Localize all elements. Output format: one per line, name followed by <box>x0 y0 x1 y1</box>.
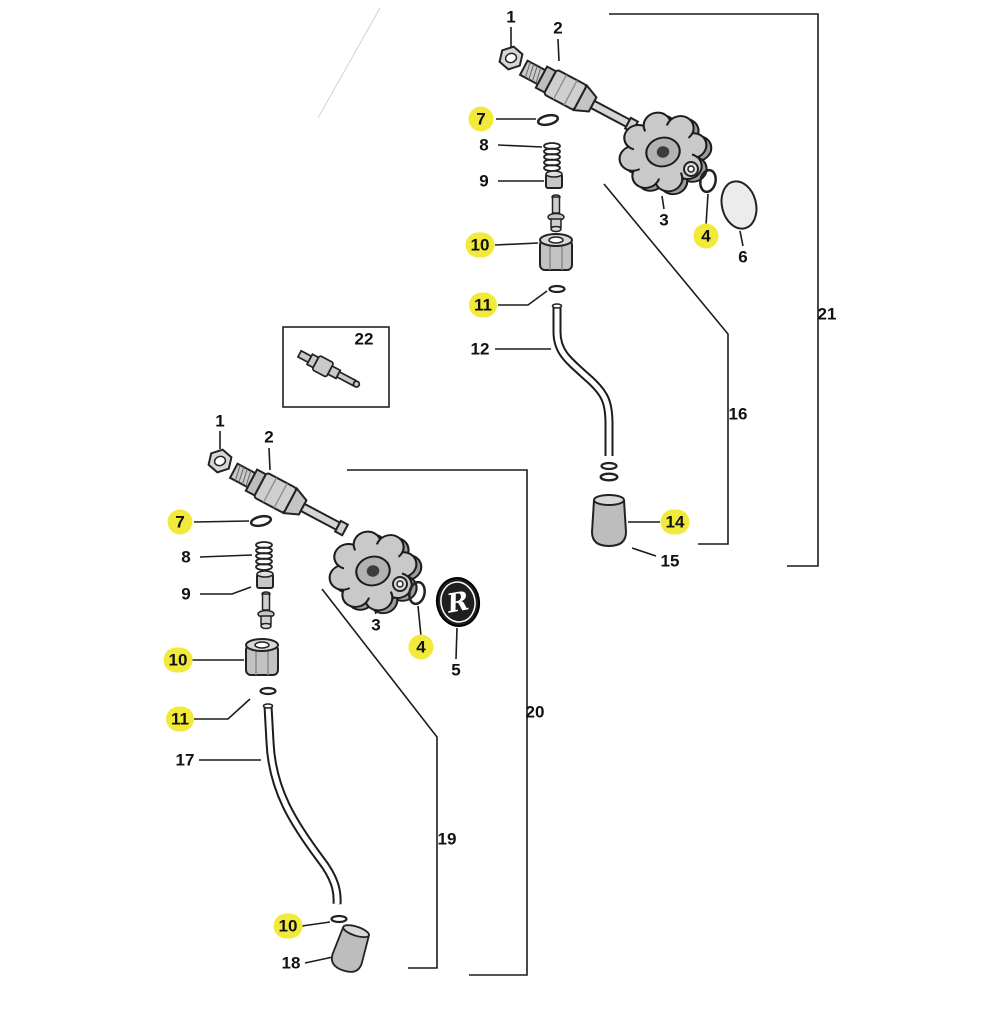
leader-lines <box>192 13 819 976</box>
bracket-20 <box>347 469 528 976</box>
barrel-part-9 <box>545 170 563 189</box>
bracket-19 <box>321 588 438 969</box>
part-label-top-16: 16 <box>728 404 748 423</box>
part-label-top-14[interactable]: 14 <box>660 509 690 535</box>
part-label-top-8: 8 <box>479 135 489 154</box>
o-ring-part-7 <box>536 112 560 128</box>
hex-nut-part <box>495 43 527 73</box>
part-label-top-15: 15 <box>660 551 680 570</box>
barrel-part-9 <box>256 570 274 589</box>
packing-nut-part-10 <box>245 638 279 676</box>
steam-pipe-part-12 <box>551 303 614 456</box>
bracket-16 <box>603 183 729 545</box>
part-label-top-4[interactable]: 4 <box>693 223 719 249</box>
part-label-bot-18: 18 <box>281 953 301 972</box>
part-label-top-2: 2 <box>553 18 563 37</box>
part-label-top-10[interactable]: 10 <box>465 232 495 258</box>
part-label-bot-2: 2 <box>264 427 274 446</box>
part-label-bot-10b[interactable]: 10 <box>273 913 303 939</box>
part-label-bot-1: 1 <box>215 411 225 430</box>
part-label-bot-19: 19 <box>437 829 457 848</box>
part-label-bot-11[interactable]: 11 <box>166 706 194 732</box>
part-label-bot-10[interactable]: 10 <box>163 647 193 673</box>
valve-body-part <box>516 54 643 141</box>
part-label-bot-8: 8 <box>181 547 191 566</box>
pipe-o-ring-part-10 <box>330 914 348 924</box>
nozzle-part-18 <box>327 921 373 977</box>
spare-stem-part-22 <box>294 345 364 394</box>
hex-nut-part <box>204 446 236 476</box>
water-valve-assembly-lower: R <box>204 446 481 977</box>
part-label-bot-17: 17 <box>175 750 195 769</box>
o-ring-part-11 <box>548 284 566 294</box>
packing-nut-part-10 <box>539 233 573 271</box>
washer-part <box>392 576 408 592</box>
part-label-bot-5: 5 <box>451 660 461 679</box>
o-ring-part-7 <box>249 513 273 529</box>
part-label-bot-3: 3 <box>371 615 381 634</box>
part-label-bot-20: 20 <box>525 702 545 721</box>
washer-part <box>683 161 699 177</box>
spring-part-8 <box>543 142 561 172</box>
spring-part-8 <box>255 541 273 571</box>
pipe-o-ring <box>600 461 618 471</box>
o-ring-part-11 <box>259 686 277 696</box>
part-label-top-21: 21 <box>817 304 837 323</box>
part-label-top-7[interactable]: 7 <box>468 106 494 132</box>
part-label-top-3: 3 <box>659 210 669 229</box>
valve-body-part <box>226 457 353 544</box>
brand-logo-letter: R <box>444 586 471 619</box>
cap-disc-part-6 <box>720 180 758 230</box>
steam-valve-assembly-upper <box>495 43 758 547</box>
part-label-box-22: 22 <box>354 329 374 348</box>
part-label-top-6: 6 <box>738 247 748 266</box>
part-label-bot-9: 9 <box>181 584 191 603</box>
bracket-21 <box>609 13 819 567</box>
part-label-bot-7[interactable]: 7 <box>167 509 193 535</box>
valve-stem-part <box>257 591 275 630</box>
part-label-top-12: 12 <box>470 339 490 358</box>
star-knob-part-3 <box>320 520 431 624</box>
logo-cap-part-5: R <box>435 577 481 627</box>
part-label-top-11[interactable]: 11 <box>469 292 497 318</box>
valve-stem-part <box>547 194 565 233</box>
part-label-top-9: 9 <box>479 171 489 190</box>
scan-artifact-line <box>317 7 381 119</box>
spare-part-box-22 <box>282 326 390 408</box>
pipe-ring <box>599 472 619 482</box>
part-label-top-1: 1 <box>506 7 516 26</box>
nozzle-part-14-15 <box>591 494 627 547</box>
water-pipe-part-17 <box>262 703 342 905</box>
part-label-bot-4[interactable]: 4 <box>408 634 434 660</box>
